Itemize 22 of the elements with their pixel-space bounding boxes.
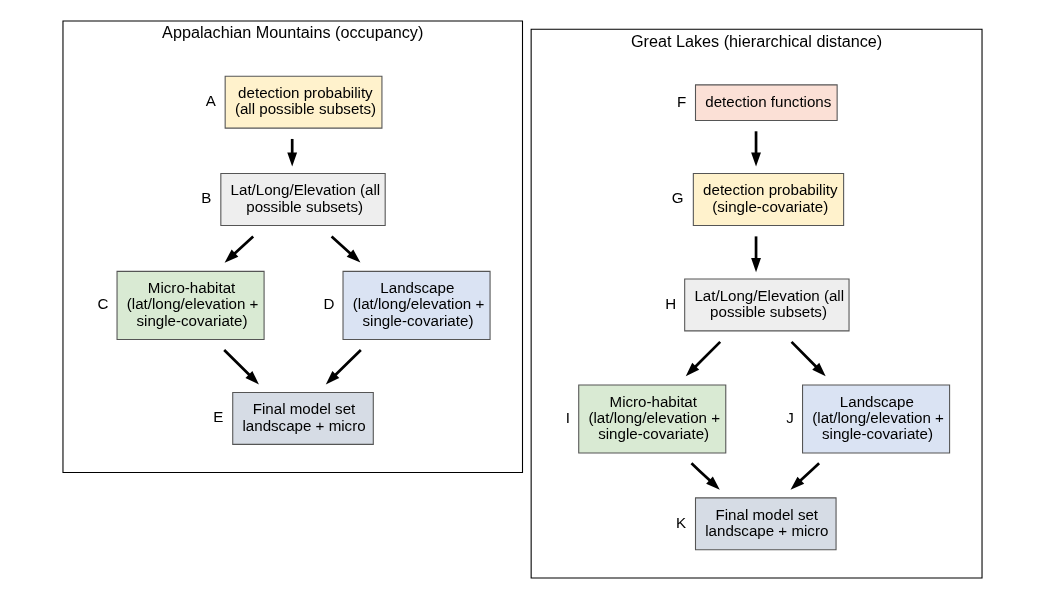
node-label: K (676, 513, 687, 531)
arrow (224, 235, 255, 263)
arrow (751, 131, 761, 167)
arrow (325, 349, 362, 385)
node-label: D (323, 295, 335, 313)
arrow (223, 349, 259, 385)
node-label: I (565, 408, 570, 426)
node-label: G (671, 189, 684, 207)
arrow (330, 235, 361, 263)
node-label: J (786, 408, 794, 426)
node-label: E (213, 408, 224, 426)
node-label: A (205, 92, 216, 110)
node-label: H (665, 294, 677, 312)
arrow (287, 138, 298, 167)
node-label: C (97, 295, 109, 313)
arrow (790, 340, 826, 377)
arrow (690, 462, 720, 490)
arrow (685, 340, 722, 377)
arrow (751, 236, 761, 273)
arrow (790, 462, 820, 490)
node-label: B (201, 189, 212, 207)
node-label: F (677, 92, 687, 110)
